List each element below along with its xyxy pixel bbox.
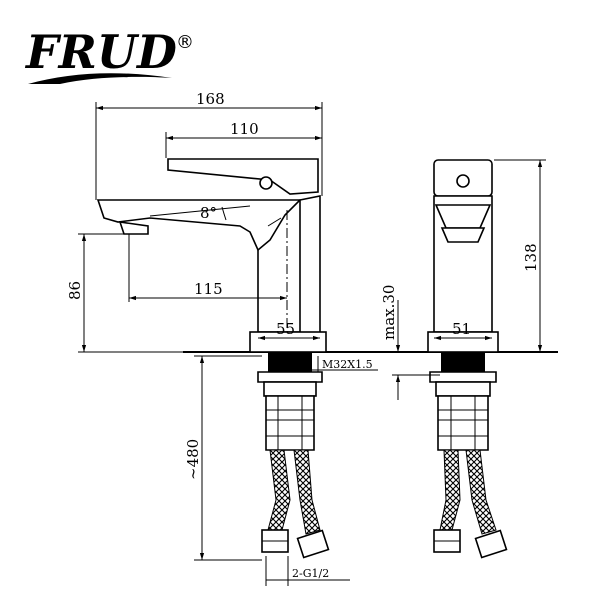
dim-base-width-front: 51 <box>434 320 492 341</box>
side-nut <box>263 381 317 397</box>
registered-mark: ® <box>176 32 194 53</box>
dim-spout-height-label: 86 <box>66 281 84 300</box>
dim-hose-connector: 2-G1/2 <box>265 556 350 586</box>
dim-overall-height: 138 <box>494 159 546 353</box>
front-view-faucet <box>427 159 508 559</box>
dim-max-deck-thickness-label: max.30 <box>380 285 398 340</box>
dim-handle-length: 110 <box>165 120 322 158</box>
logo-swoosh <box>28 73 172 84</box>
dim-base-width-side-label: 55 <box>276 320 295 338</box>
side-view-faucet <box>96 158 330 559</box>
dim-handle-angle-label: 8° <box>200 204 217 222</box>
dim-base-width-side: 55 <box>258 320 320 341</box>
handle-pivot <box>259 176 273 190</box>
front-hose-fitting <box>437 395 489 451</box>
dim-handle-angle: 8° <box>149 204 251 222</box>
side-thread <box>268 352 312 372</box>
side-connector-right <box>296 529 330 559</box>
side-hose-right <box>293 449 321 535</box>
dim-base-width-front-label: 51 <box>452 320 471 338</box>
dim-overall-height-label: 138 <box>522 243 540 272</box>
front-spout <box>434 204 492 229</box>
side-handle <box>167 158 319 195</box>
dim-spout-height: 86 <box>66 233 183 353</box>
dim-thread-spec-label: M32X1.5 <box>322 358 373 371</box>
brand-logo-text: FRUD <box>24 25 177 79</box>
dim-spout-reach-label: 115 <box>194 280 223 298</box>
front-hose-left <box>439 449 461 531</box>
side-hose-fitting <box>265 395 315 451</box>
brand-logo: FRUD ® <box>24 25 194 84</box>
dim-overall-length: 168 <box>95 90 323 200</box>
side-hose-left <box>267 449 291 531</box>
front-connector-right <box>474 529 508 559</box>
side-spout <box>96 199 302 252</box>
spout-aerator <box>118 221 149 235</box>
dim-max-deck-thickness: max.30 <box>380 285 440 400</box>
front-hose-right <box>465 449 497 535</box>
dim-handle-length-label: 110 <box>230 120 259 138</box>
dim-thread-spec: M32X1.5 <box>312 356 378 372</box>
dim-hose-length-label: ~480 <box>184 439 202 480</box>
front-handle-pivot <box>456 174 470 188</box>
dim-hose-connector-label: 2-G1/2 <box>292 567 329 580</box>
dim-hose-length: ~480 <box>184 355 262 561</box>
dim-spout-reach: 115 <box>128 234 287 302</box>
front-nut <box>435 381 491 397</box>
front-thread <box>441 352 485 372</box>
dim-overall-length-label: 168 <box>196 90 225 108</box>
